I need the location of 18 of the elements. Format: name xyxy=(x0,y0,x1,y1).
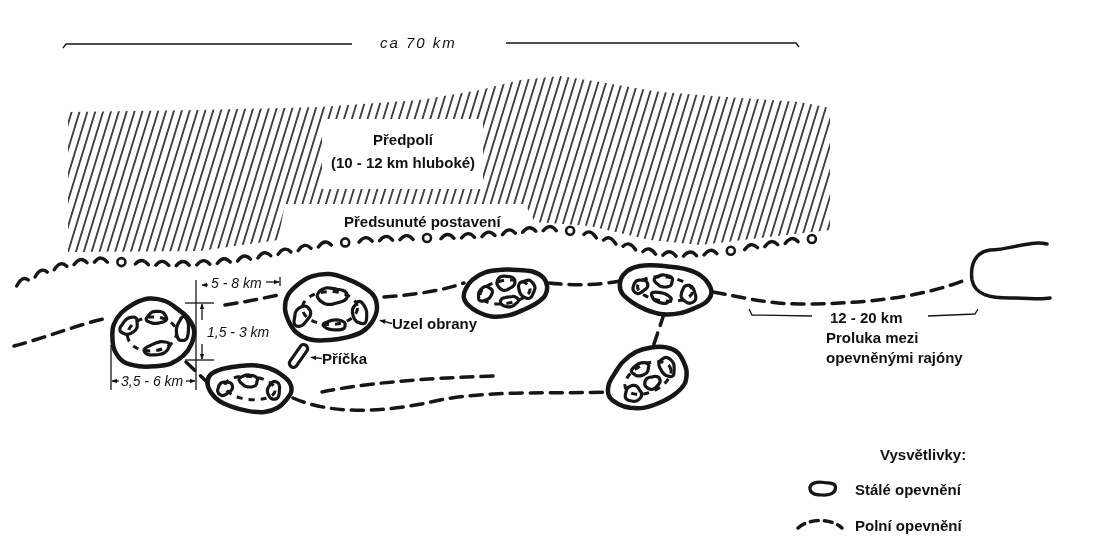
fortification-icon xyxy=(282,271,380,343)
area-label: (10 - 12 km hluboké) xyxy=(330,154,476,171)
legend-label: Polní opevnění xyxy=(855,517,962,534)
dimension-label: ca 70 km xyxy=(380,34,457,51)
dimension-label: 1,5 - 3 km xyxy=(207,324,270,340)
dimension-label: 3,5 - 6 km xyxy=(121,373,184,389)
callout-label: Příčka xyxy=(322,350,368,367)
area-label: Proluka mezi opevněnými rajóny xyxy=(826,329,963,366)
legend-label: Stálé opevnění xyxy=(855,481,961,498)
dimension-label: 5 - 8 km xyxy=(211,275,262,291)
legend-title: Vysvětlivky: xyxy=(880,446,967,463)
callout-label: Uzel obrany xyxy=(392,315,478,332)
area-label: Předpolí xyxy=(373,131,433,148)
capsule-icon xyxy=(286,341,311,371)
area-label: Předsunuté postavení xyxy=(344,213,501,230)
dimension-label: 12 - 20 km xyxy=(830,309,903,326)
leader-line xyxy=(310,355,323,361)
leader-line xyxy=(379,319,393,325)
